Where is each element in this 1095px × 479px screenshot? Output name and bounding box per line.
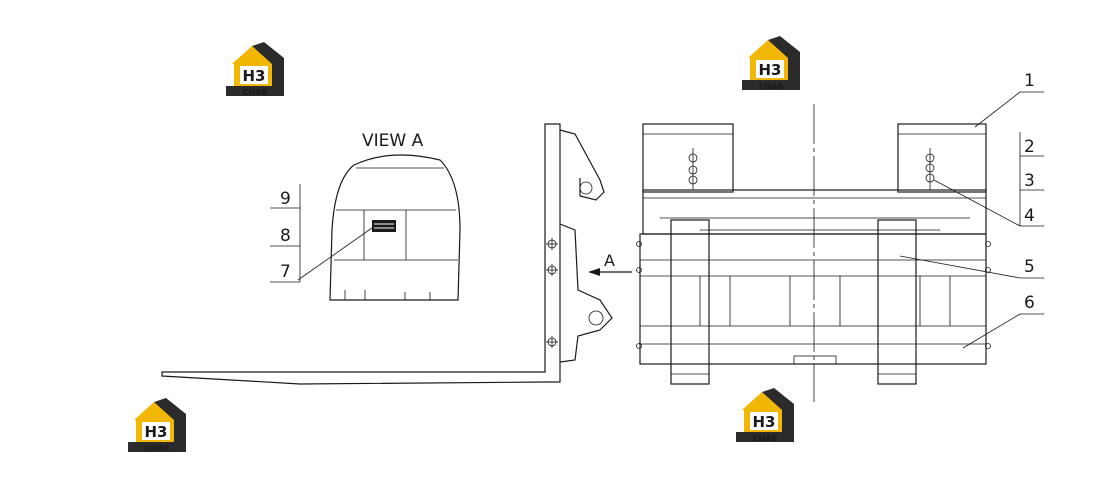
callout-3: 3 bbox=[1024, 171, 1035, 191]
svg-text:CHAB: CHAB bbox=[753, 434, 778, 443]
view-a-label: VIEW A bbox=[362, 131, 424, 151]
svg-text:CHAB: CHAB bbox=[243, 88, 268, 97]
arrow-a-label: A bbox=[604, 251, 615, 270]
callout-8: 8 bbox=[280, 226, 291, 246]
watermark-logo-top-center: H3 CHAB bbox=[742, 36, 800, 91]
callout-5: 5 bbox=[1024, 257, 1035, 277]
fork-side-view: A bbox=[161, 123, 632, 385]
svg-text:H3: H3 bbox=[243, 67, 266, 85]
callout-1: 1 bbox=[1024, 71, 1035, 91]
fork-front-view: 1 2 3 4 5 6 bbox=[636, 71, 1044, 402]
svg-text:CHAB: CHAB bbox=[759, 82, 784, 91]
svg-text:CHAB: CHAB bbox=[145, 444, 170, 453]
watermark-logo-bottom-left: H3 CHAB bbox=[128, 398, 186, 453]
callout-2: 2 bbox=[1024, 137, 1035, 157]
svg-text:H3: H3 bbox=[753, 413, 776, 431]
view-a-detail: VIEW A 9 8 7 bbox=[270, 131, 461, 301]
callout-4: 4 bbox=[1024, 206, 1035, 226]
svg-text:H3: H3 bbox=[145, 423, 168, 441]
watermark-logo-top-left: H3 CHAB bbox=[226, 42, 284, 97]
callout-6: 6 bbox=[1024, 293, 1035, 313]
watermark-logo-bottom-center: H3 CHAB bbox=[736, 388, 794, 443]
callout-9: 9 bbox=[280, 189, 291, 209]
callout-7: 7 bbox=[280, 262, 291, 282]
svg-text:H3: H3 bbox=[759, 61, 782, 79]
